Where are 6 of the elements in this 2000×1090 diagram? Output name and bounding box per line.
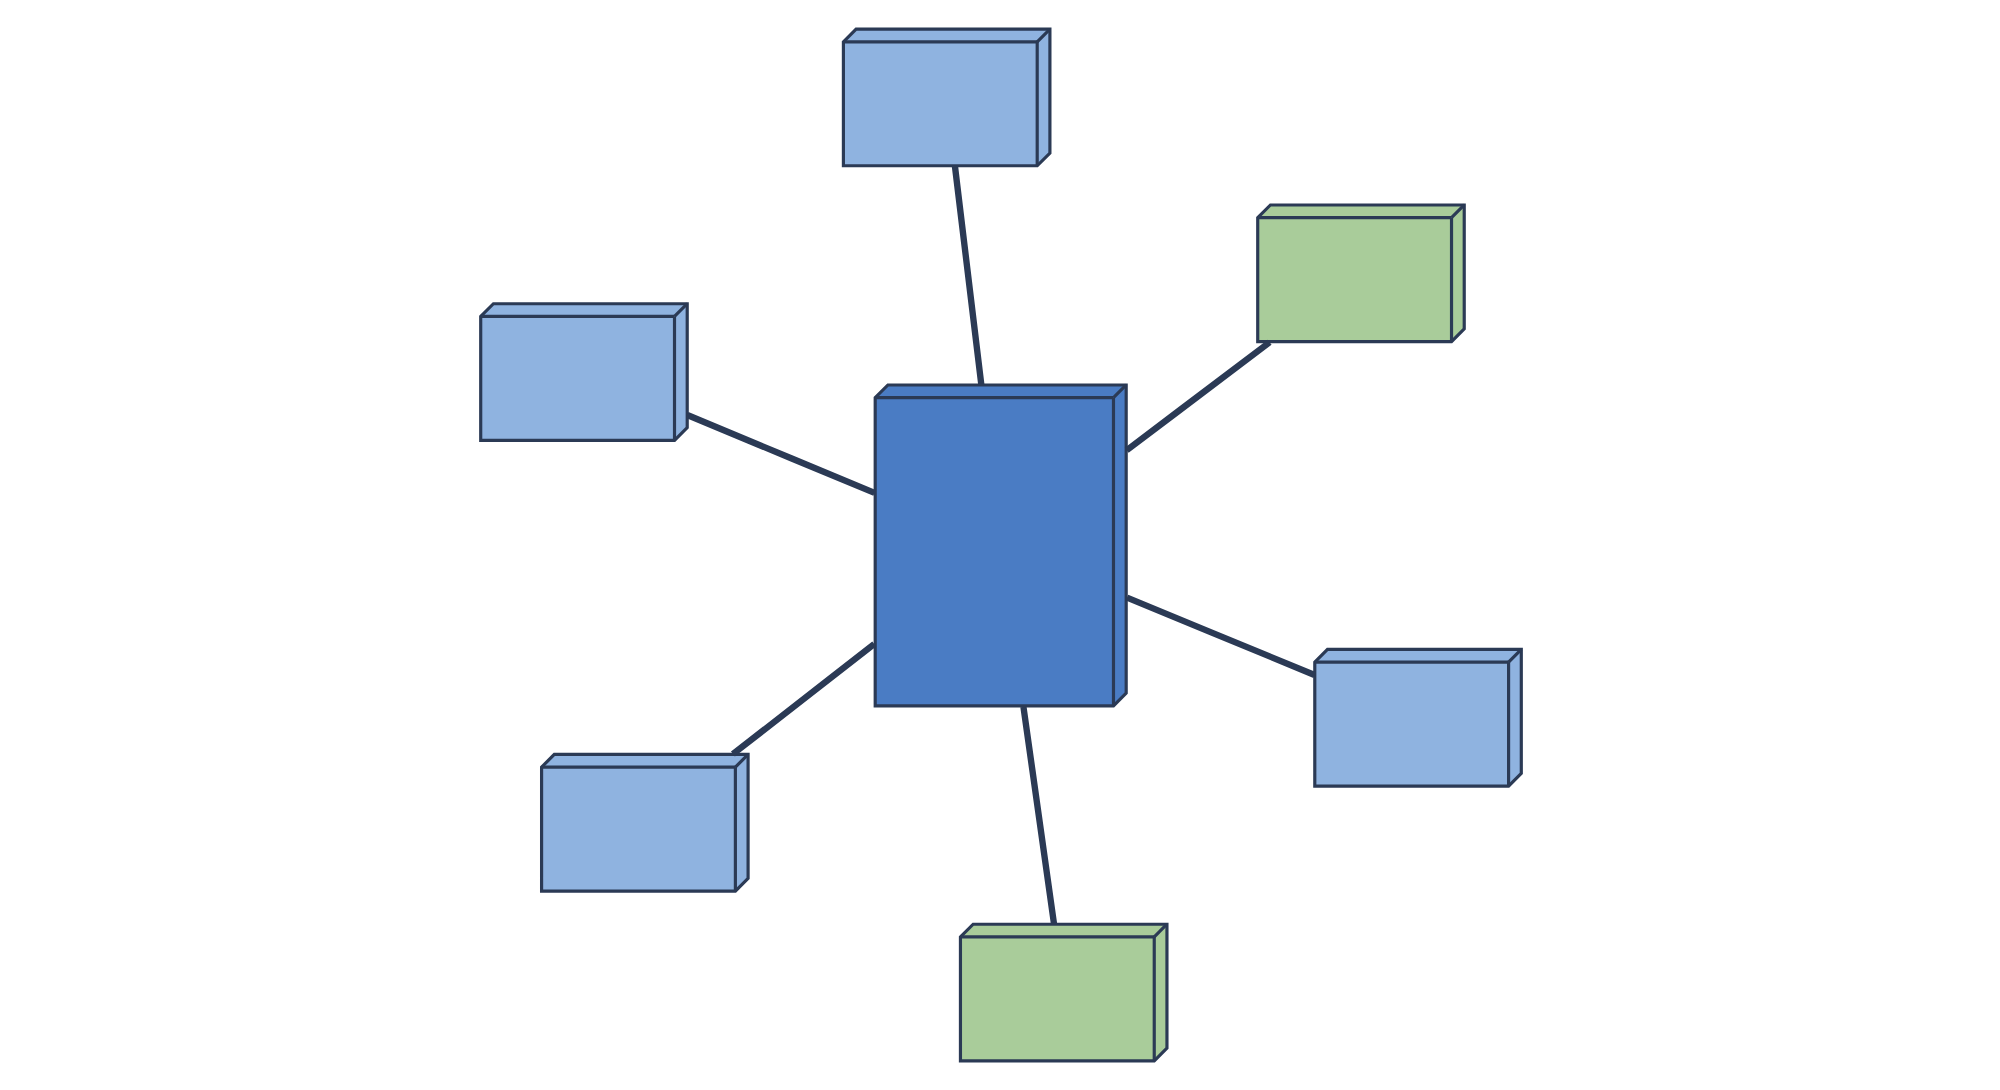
connector bbox=[1019, 706, 1057, 925]
connector bbox=[1123, 339, 1271, 453]
connector bbox=[950, 165, 984, 386]
connector bbox=[685, 412, 875, 496]
connector bbox=[730, 641, 876, 757]
connector bbox=[1124, 594, 1315, 678]
